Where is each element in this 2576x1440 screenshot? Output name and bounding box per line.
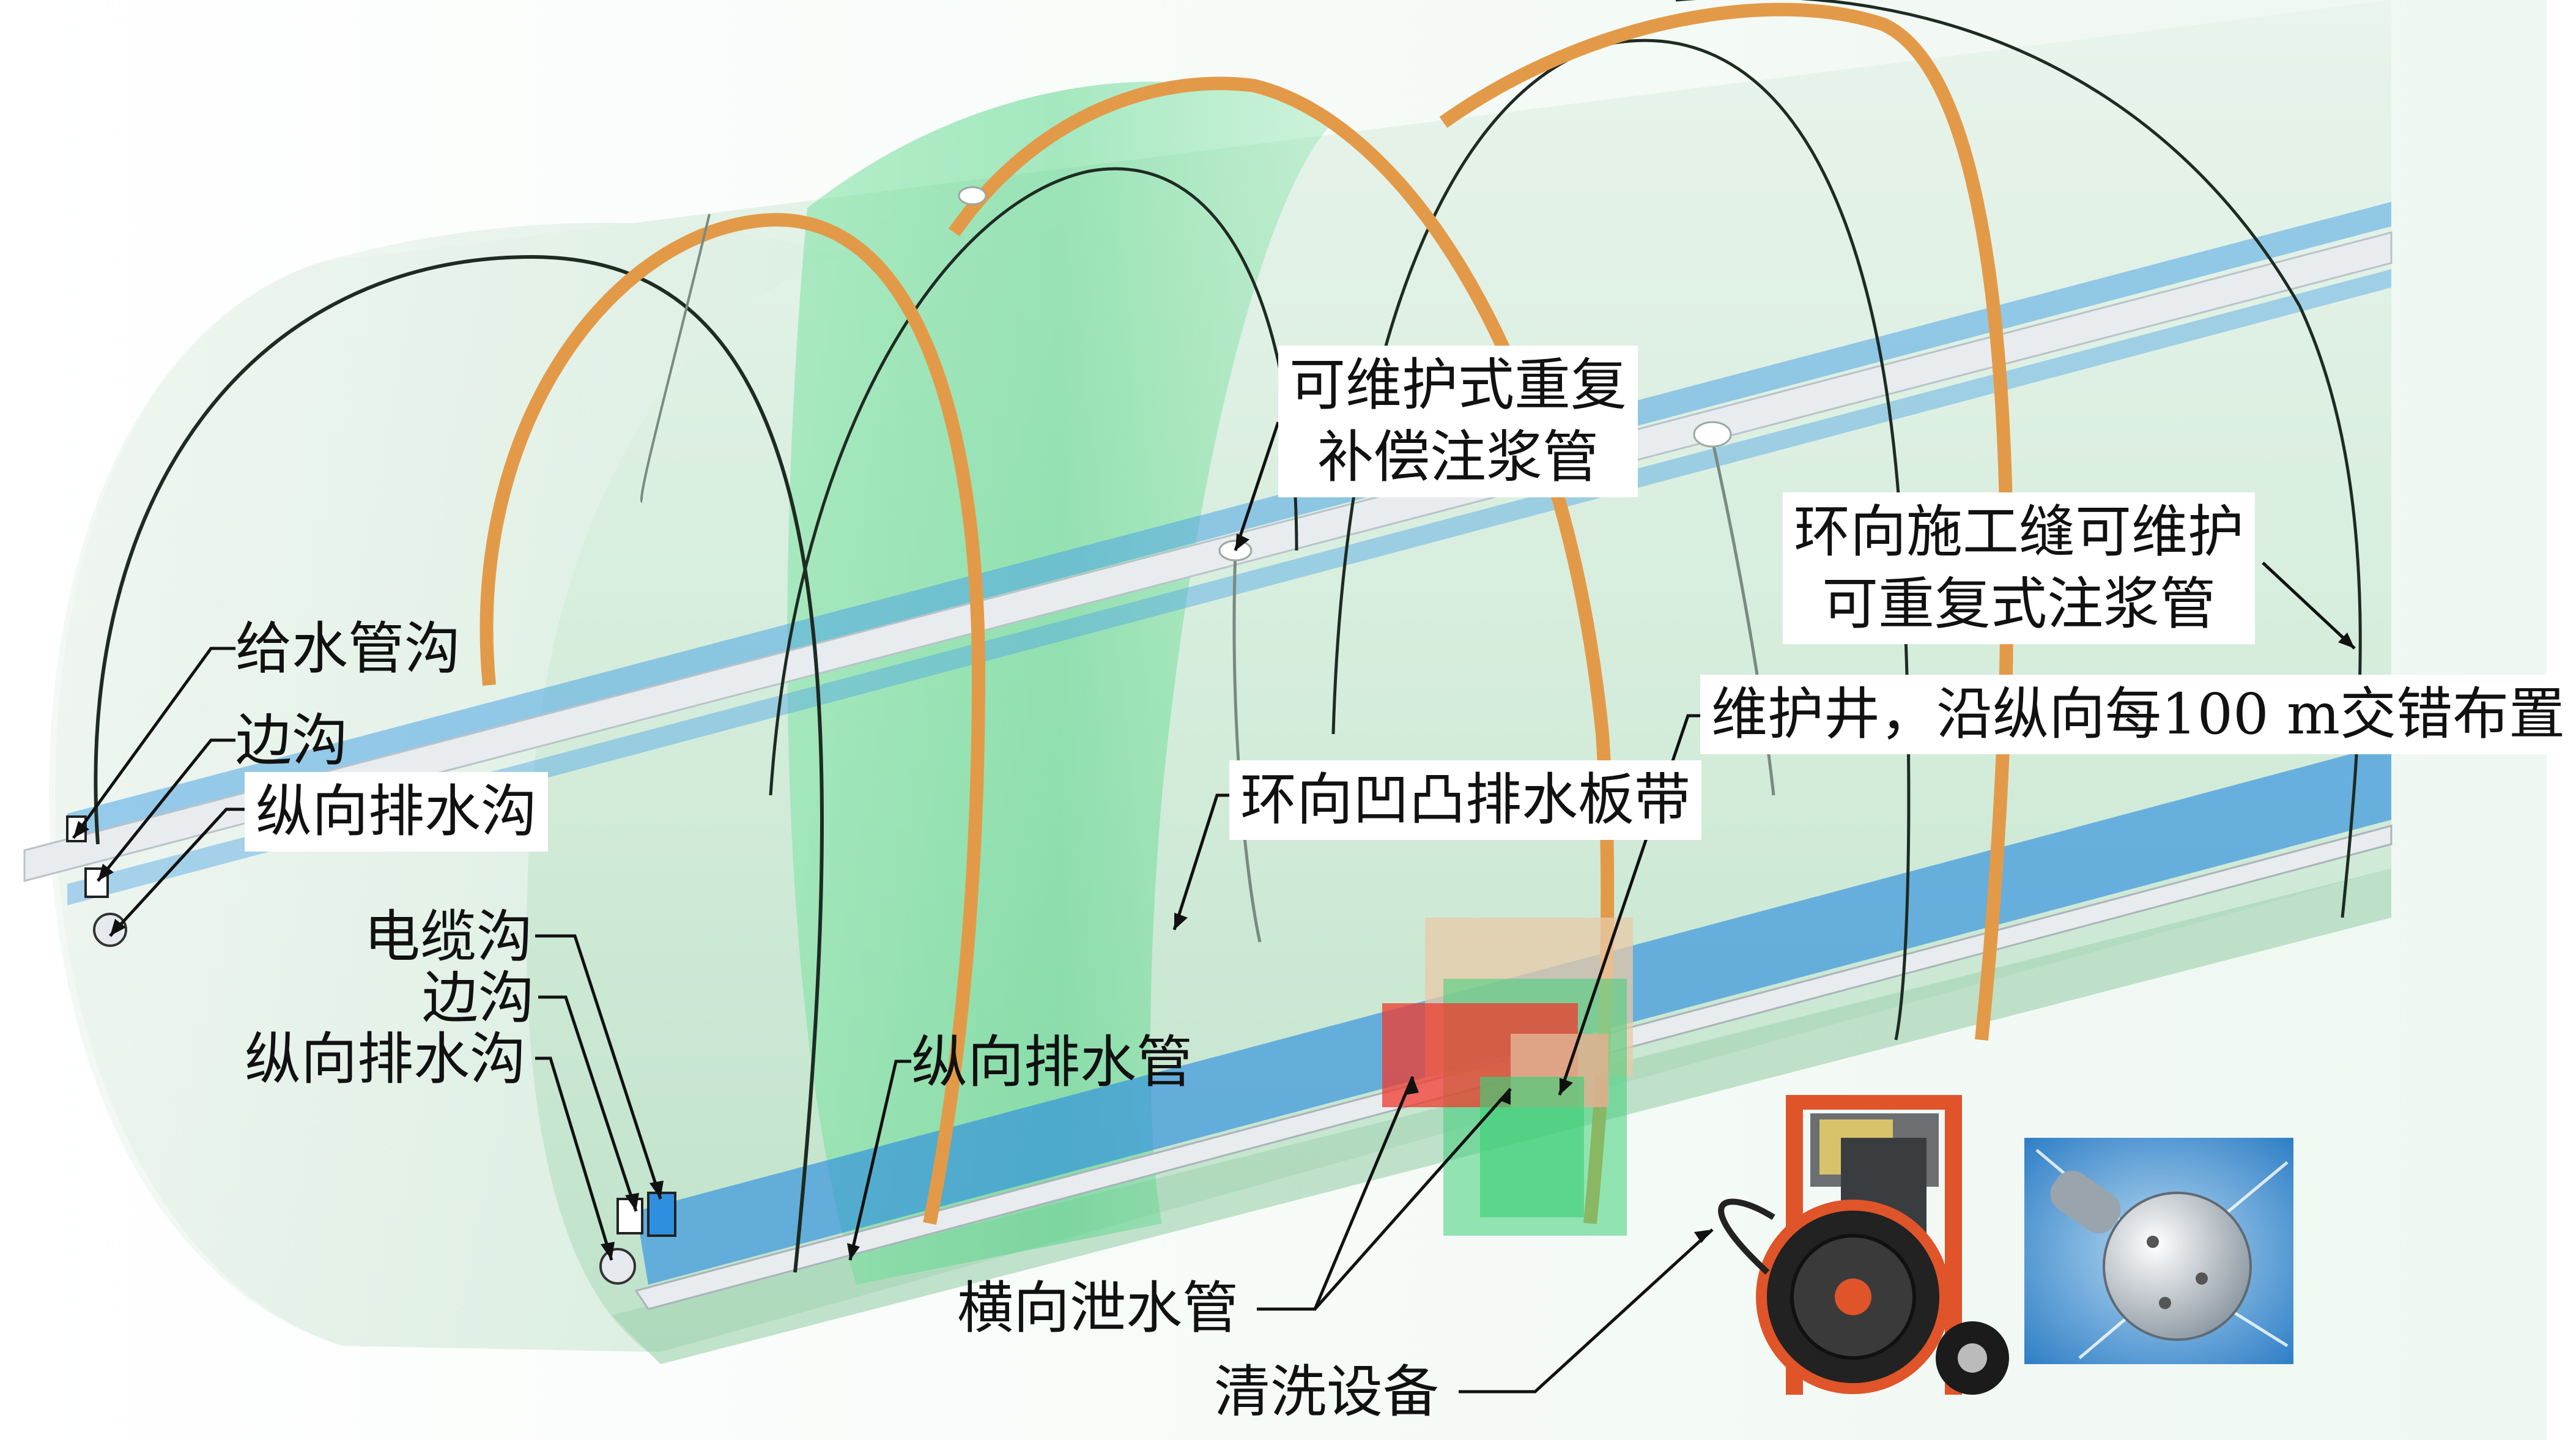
label-maintenance-well: 维护井，沿纵向每100 m交错布置 [1700, 675, 2576, 754]
drain-board-3 [1439, 2, 2014, 1041]
label-cable-trench: 电缆沟 [364, 904, 533, 970]
lining-ring-2 [769, 167, 1298, 796]
lining-segment-band [787, 81, 1333, 1285]
label-water-supply-trench: 给水管沟 [235, 616, 461, 681]
grouting-pipe-line-1 [640, 213, 711, 503]
label-cleaning-equipment: 清洗设备 [1214, 1359, 1440, 1425]
nozzle-icon [2024, 1138, 2293, 1364]
label-circ-joint-grouting-pipe-line2: 可重复式注浆管 [1822, 571, 2216, 637]
label-repeatable-grouting-pipe: 可维护式重复 补偿注浆管 [1278, 346, 1638, 497]
lining-ring-1 [94, 254, 824, 1273]
cleaning-machine-icon [1718, 1095, 2009, 1395]
label-circ-joint-grouting-pipe: 环向施工缝可维护 可重复式注浆管 [1783, 492, 2256, 644]
drain-board-1 [479, 213, 986, 1225]
grouting-port-2 [1693, 421, 1732, 448]
label-side-ditch-right: 边沟 [422, 965, 535, 1031]
leader-lines [72, 421, 2356, 1394]
leader-arrowheads [73, 533, 2355, 1260]
grouting-port-3 [958, 186, 987, 206]
label-side-ditch-left: 边沟 [235, 708, 349, 773]
label-repeatable-grouting-pipe-line1: 可维护式重复 [1289, 352, 1627, 418]
label-longitudinal-drain-ditch-left: 纵向排水沟 [245, 772, 549, 852]
label-longitudinal-drain-pipe: 纵向排水管 [911, 1030, 1193, 1095]
label-circ-joint-grouting-pipe-line1: 环向施工缝可维护 [1794, 499, 2245, 565]
label-longitudinal-drain-ditch-right: 纵向排水沟 [245, 1026, 527, 1092]
label-transverse-drain-pipe: 横向泄水管 [957, 1275, 1239, 1341]
upper-blue-strip-2 [67, 269, 2391, 905]
label-repeatable-grouting-pipe-line2: 补偿注浆管 [1317, 425, 1599, 490]
upper-blue-strip [67, 202, 2391, 841]
label-circ-drain-board: 环向凹凸排水板带 [1229, 760, 1702, 840]
lining-ring-3 [1331, 39, 1911, 1041]
